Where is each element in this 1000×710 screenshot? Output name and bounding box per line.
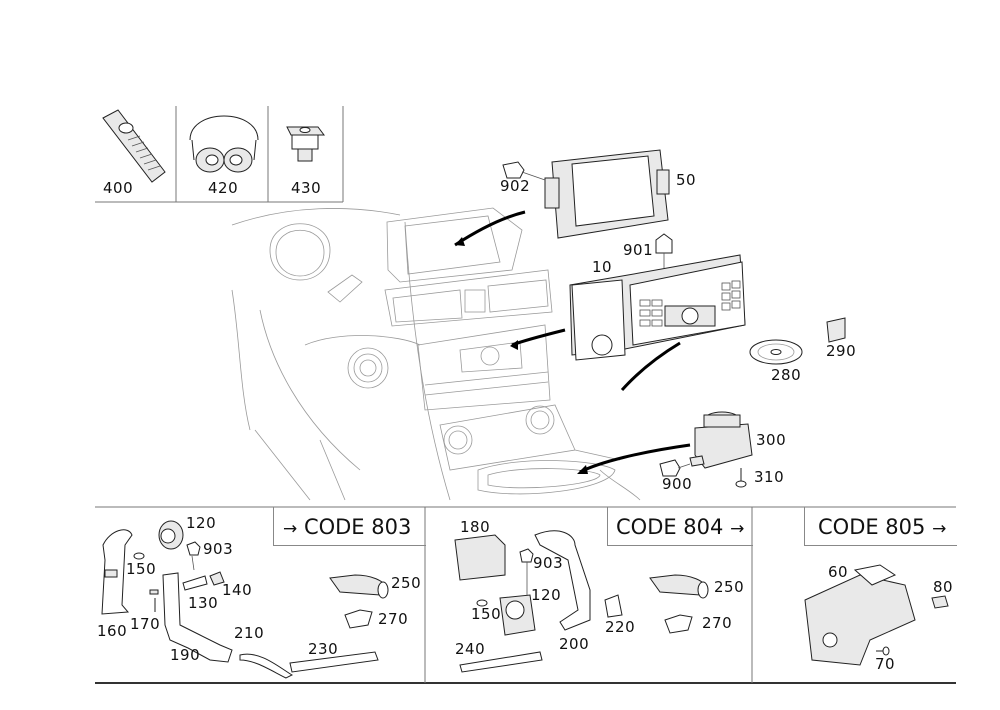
s805-label-60: 60	[828, 563, 849, 581]
part-label-10: 10	[592, 258, 613, 276]
part-label-400: 400	[103, 179, 134, 197]
part-label-901: 901	[623, 241, 654, 259]
s804-label-120: 120	[531, 586, 562, 604]
display-screen-icon	[544, 149, 670, 239]
arrow-head-unit	[511, 328, 566, 347]
s803-label-250: 250	[391, 574, 422, 592]
lower-frame	[95, 506, 956, 684]
part-label-280: 280	[771, 366, 802, 384]
part-label-290: 290	[826, 342, 857, 360]
rotary-controller-icon	[694, 411, 753, 469]
disc-icon	[749, 339, 803, 365]
usb-socket-icon	[286, 126, 325, 162]
part-label-430: 430	[291, 179, 322, 197]
connector-902-icon	[502, 161, 525, 179]
section-803-parts	[101, 520, 389, 679]
code-803-label: → CODE 803	[283, 515, 412, 539]
s804-label-903: 903	[533, 554, 564, 572]
code-804-arrow: →	[730, 519, 745, 539]
part-label-50: 50	[676, 171, 697, 189]
head-unit-icon	[569, 254, 746, 361]
s805-label-80: 80	[933, 578, 954, 596]
s804-label-250: 250	[714, 578, 745, 596]
part-label-310: 310	[754, 468, 785, 486]
s803-label-140: 140	[222, 581, 253, 599]
s803-label-160: 160	[97, 622, 128, 640]
part-label-420: 420	[208, 179, 239, 197]
s803-label-230: 230	[308, 640, 339, 658]
accessory-frame	[95, 106, 344, 203]
arrow-display	[454, 210, 526, 247]
arrow-controller	[579, 443, 691, 474]
section-804-parts	[454, 530, 709, 673]
s803-label-150: 150	[126, 560, 157, 578]
code-805-arrow: →	[932, 519, 947, 539]
s803-label-210: 210	[234, 624, 265, 642]
s804-label-180: 180	[460, 518, 491, 536]
code-805-box	[804, 507, 957, 546]
screw-310-icon	[735, 468, 747, 488]
s803-label-120: 120	[186, 514, 217, 532]
connector-900-icon	[659, 459, 681, 477]
s804-label-200: 200	[559, 635, 590, 653]
code-803-box	[273, 507, 426, 546]
s803-label-190: 190	[170, 646, 201, 664]
dashboard-sketch	[231, 207, 641, 501]
s803-label-130: 130	[188, 594, 219, 612]
s804-label-220: 220	[605, 618, 636, 636]
part-label-300: 300	[756, 431, 787, 449]
s804-label-270: 270	[702, 614, 733, 632]
s804-label-240: 240	[455, 640, 486, 658]
code-805-label: CODE 805 →	[818, 515, 947, 539]
s803-label-170: 170	[130, 615, 161, 633]
section-805-parts	[804, 564, 949, 666]
s805-label-70: 70	[875, 655, 896, 673]
memory-card-icon	[826, 317, 846, 343]
part-label-900: 900	[662, 475, 693, 493]
code-804-box	[607, 507, 753, 546]
part-label-902: 902	[500, 177, 531, 195]
connector-900-part-icon	[689, 455, 705, 467]
s803-label-903: 903	[203, 540, 234, 558]
connector-901-icon	[655, 233, 673, 254]
code-803-arrow: →	[283, 519, 298, 539]
remote-control-icon	[102, 109, 166, 183]
s803-label-270: 270	[378, 610, 409, 628]
code-804-label: CODE 804 →	[616, 515, 745, 539]
headphones-icon	[189, 115, 259, 173]
arrow-slot	[620, 341, 681, 392]
s804-label-150: 150	[471, 605, 502, 623]
